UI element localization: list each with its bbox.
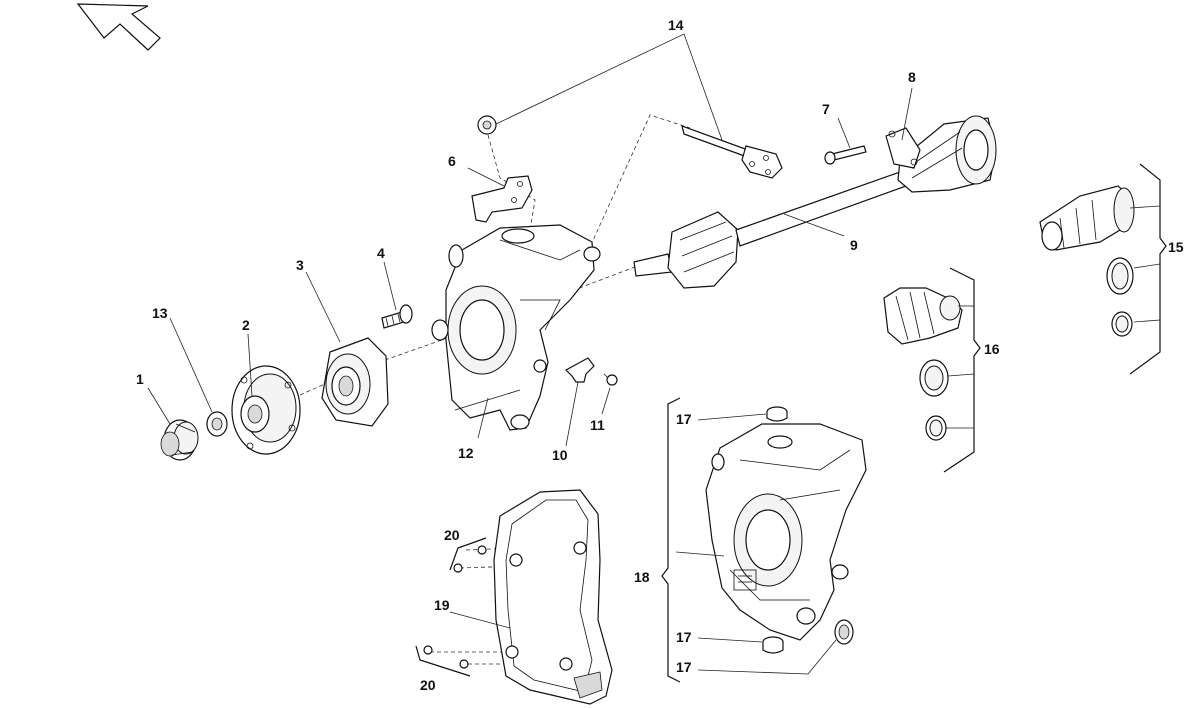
callout-15: 15: [1168, 239, 1184, 255]
part-1-flange-nut: [160, 419, 199, 461]
part-4-bolt: [381, 304, 413, 329]
part-3-wheel-bearing: [321, 337, 389, 427]
part-6-bracket: [471, 175, 533, 223]
callout-2: 2: [242, 317, 250, 333]
part-15-boot-kit: [1039, 185, 1135, 337]
callout-17-middle: 17: [676, 629, 692, 645]
callout-1: 1: [136, 371, 144, 387]
callout-9: 9: [850, 237, 858, 253]
callout-17-bottom: 17: [676, 659, 692, 675]
part-20-screws: [423, 545, 487, 669]
callout-6: 6: [448, 153, 456, 169]
part-12-wheel-carrier: [431, 224, 601, 431]
part-13-washer: [206, 411, 228, 437]
part-18-carrier-assembly: [705, 423, 867, 641]
callout-14: 14: [668, 17, 684, 33]
callout-labels: 1 13 2 3 4 6 12 14 7 8 9 10 11 15 16 17 …: [136, 17, 1184, 693]
callout-3: 3: [296, 257, 304, 273]
part-14-nut: [477, 115, 497, 135]
callout-11: 11: [590, 417, 605, 433]
callout-20-lower: 20: [420, 677, 436, 693]
part-17-plug-top: [766, 406, 788, 422]
part-16-boot-kit: [883, 287, 963, 441]
callout-7: 7: [822, 101, 830, 117]
callout-8: 8: [908, 69, 916, 85]
group-brackets: [415, 163, 1167, 683]
part-8-cv-joint: [885, 115, 997, 193]
callout-16: 16: [984, 341, 1000, 357]
callout-12: 12: [458, 445, 474, 461]
part-17-plug-side: [834, 619, 854, 645]
part-2-wheel-hub: [231, 365, 301, 455]
part-10-clip: [565, 357, 595, 383]
part-19-cover-plate: [493, 489, 613, 705]
part-14-rod-bracket: [681, 125, 783, 179]
leader-lines: [147, 33, 1161, 675]
callout-20-upper: 20: [444, 527, 460, 543]
callout-17-top: 17: [676, 411, 692, 427]
arrow-up-left-icon: [76, 3, 161, 51]
callout-13: 13: [152, 305, 168, 321]
part-11-screw: [603, 373, 618, 386]
callout-10: 10: [552, 447, 568, 463]
callout-19: 19: [434, 597, 450, 613]
part-17-plug-bottom: [762, 636, 784, 654]
part-7-screw: [824, 145, 867, 165]
callout-4: 4: [377, 245, 385, 261]
part-9-drive-shaft: [633, 171, 907, 289]
callout-18: 18: [634, 569, 650, 585]
